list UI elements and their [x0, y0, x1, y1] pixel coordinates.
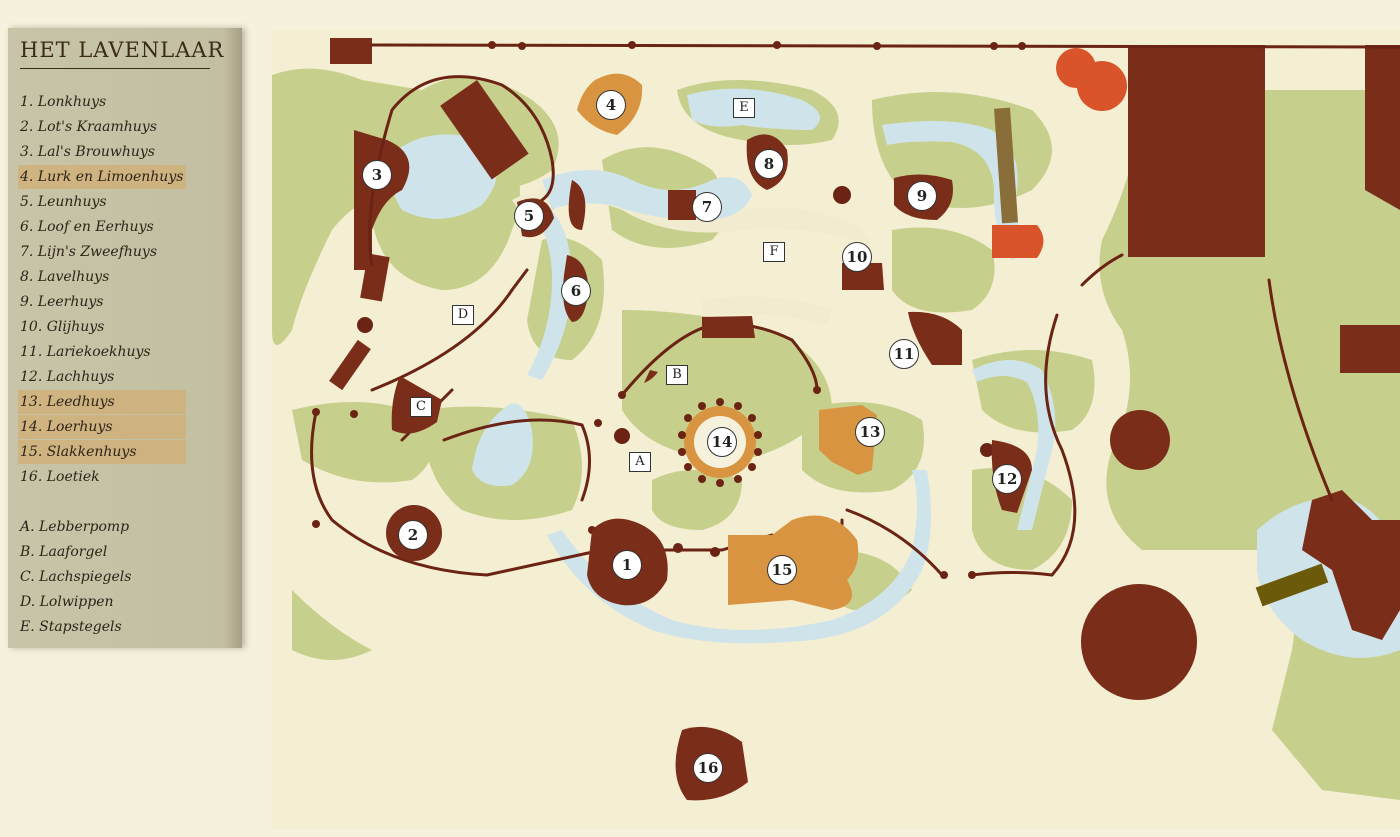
legend-panel: HET LAVENLAAR 1. Lonkhuys 2. Lot's Kraamh…: [8, 28, 242, 648]
building-marker[interactable]: 5: [514, 201, 544, 231]
bridge: [1255, 563, 1329, 607]
legend-item-label: A. Lebberpomp: [20, 519, 130, 535]
legend-item-label: 11. Lariekoekhuys: [20, 344, 151, 360]
building-marker[interactable]: 11: [889, 339, 919, 369]
building-marker[interactable]: 12: [992, 464, 1022, 494]
building-marker[interactable]: 14: [707, 427, 737, 457]
outer-buildings: [329, 38, 1400, 700]
legend-title: HET LAVENLAAR: [20, 38, 225, 62]
building-marker[interactable]: 1: [612, 550, 642, 580]
legend-item-label: 9. Leerhuys: [20, 294, 104, 310]
legend-item[interactable]: 3. Lal's Brouwhuys: [18, 140, 186, 164]
building-marker[interactable]: 2: [398, 520, 428, 550]
legend-item-label: 10. Glijhuys: [20, 319, 105, 335]
legend-item-label: 5. Leunhuys: [20, 194, 107, 210]
orange-buildings: [992, 48, 1127, 258]
building-marker[interactable]: 15: [767, 555, 797, 585]
legend-item[interactable]: 9. Leerhuys: [18, 290, 186, 314]
legend-item-label: 14. Loerhuys: [20, 419, 113, 435]
legend-item[interactable]: A. Lebberpomp: [18, 515, 186, 539]
legend-item-label: 15. Slakkenhuys: [20, 444, 137, 460]
building-marker[interactable]: 16: [693, 753, 723, 783]
legend-item-label: 12. Lachhuys: [20, 369, 115, 385]
building-marker[interactable]: 8: [754, 149, 784, 179]
legend-item-label: C. Lachspiegels: [20, 569, 132, 585]
legend-item[interactable]: 16. Loetiek: [18, 465, 186, 489]
legend-item-label: 3. Lal's Brouwhuys: [20, 144, 155, 160]
legend-item[interactable]: 12. Lachhuys: [18, 365, 186, 389]
legend-item-label: E. Stapstegels: [20, 619, 122, 635]
legend-item[interactable]: 1. Lonkhuys: [18, 90, 186, 114]
legend-item[interactable]: 14. Loerhuys: [18, 415, 186, 439]
legend-divider: [20, 68, 210, 69]
legend-item-label: D. Lolwippen: [20, 594, 114, 610]
building-marker[interactable]: 9: [907, 181, 937, 211]
building-marker[interactable]: 13: [855, 417, 885, 447]
building-marker[interactable]: 3: [362, 160, 392, 190]
ring-posts: [678, 398, 762, 487]
legend-item[interactable]: 4. Lurk en Limoenhuys: [18, 165, 186, 189]
attraction-marker[interactable]: D: [452, 305, 474, 325]
building-marker[interactable]: 6: [561, 276, 591, 306]
legend-item[interactable]: 7. Lijn's Zweefhuys: [18, 240, 186, 264]
legend-item-label: 2. Lot's Kraamhuys: [20, 119, 157, 135]
legend-item-label: 7. Lijn's Zweefhuys: [20, 244, 158, 260]
legend-item[interactable]: 5. Leunhuys: [18, 190, 186, 214]
legend-item[interactable]: 8. Lavelhuys: [18, 265, 186, 289]
legend-item[interactable]: 10. Glijhuys: [18, 315, 186, 339]
legend-item-label: B. Laaforgel: [20, 544, 108, 560]
legend-item[interactable]: 2. Lot's Kraamhuys: [18, 115, 186, 139]
building-marker[interactable]: 4: [596, 90, 626, 120]
legend-item[interactable]: 13. Leedhuys: [18, 390, 186, 414]
building-marker[interactable]: 7: [692, 192, 722, 222]
legend-item[interactable]: 11. Lariekoekhuys: [18, 340, 186, 364]
building-marker[interactable]: 10: [842, 242, 872, 272]
map-drawing: [272, 38, 1400, 801]
attraction-marker[interactable]: F: [763, 242, 785, 262]
legend-item[interactable]: 15. Slakkenhuys: [18, 440, 186, 464]
legend-item-label: 6. Loof en Eerhuys: [20, 219, 154, 235]
legend-item[interactable]: D. Lolwippen: [18, 590, 186, 614]
legend-item-label: 13. Leedhuys: [20, 394, 115, 410]
attraction-marker[interactable]: B: [666, 365, 688, 385]
legend-item-label: 4. Lurk en Limoenhuys: [20, 169, 184, 185]
attraction-marker[interactable]: A: [629, 452, 651, 472]
legend-item[interactable]: C. Lachspiegels: [18, 565, 186, 589]
legend-item[interactable]: E. Stapstegels: [18, 615, 186, 639]
legend-item[interactable]: 6. Loof en Eerhuys: [18, 215, 186, 239]
legend-item-label: 16. Loetiek: [20, 469, 100, 485]
legend-item[interactable]: B. Laaforgel: [18, 540, 186, 564]
ladder: [994, 107, 1019, 224]
attraction-marker[interactable]: E: [733, 98, 755, 118]
attraction-marker[interactable]: C: [410, 397, 432, 417]
legend-item-label: 8. Lavelhuys: [20, 269, 110, 285]
legend-item-label: 1. Lonkhuys: [20, 94, 107, 110]
